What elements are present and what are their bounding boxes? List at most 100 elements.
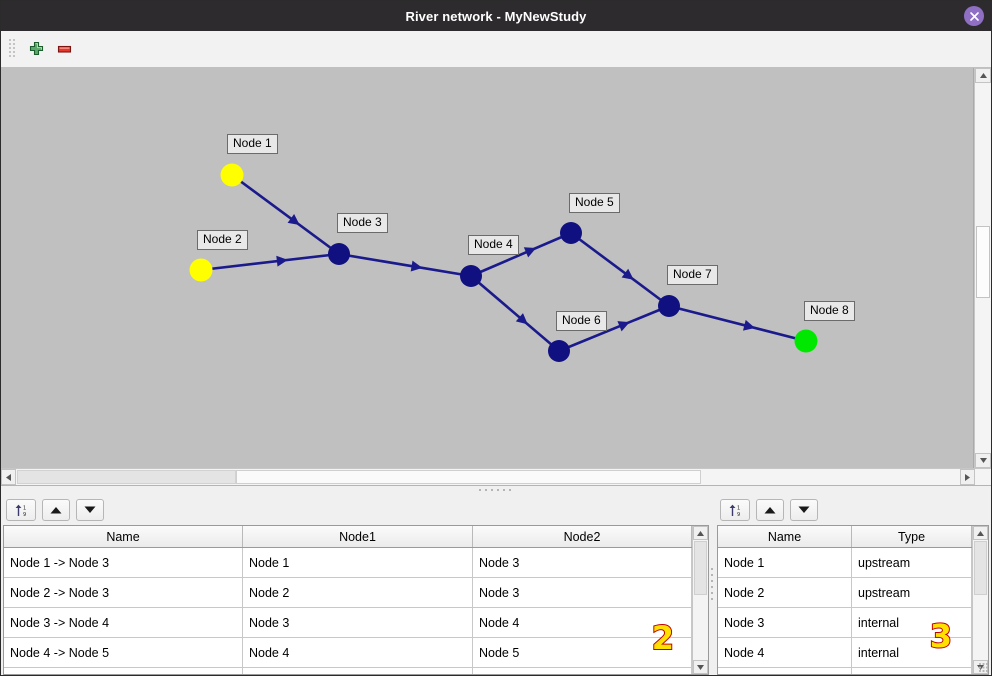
scroll-left-arrow-icon[interactable] bbox=[1, 469, 16, 485]
column-header[interactable]: Node1 bbox=[242, 526, 473, 548]
scroll-up-arrow-icon[interactable] bbox=[975, 68, 991, 83]
graph-edge[interactable] bbox=[470, 231, 572, 278]
canvas-horizontal-scrollbar[interactable] bbox=[1, 469, 991, 485]
move-down-icon[interactable] bbox=[790, 499, 818, 521]
svg-text:9: 9 bbox=[737, 512, 740, 518]
links-scroll-down-arrow-icon[interactable] bbox=[693, 660, 708, 674]
table-cell[interactable]: Node 1 bbox=[242, 547, 473, 578]
column-header[interactable]: Name bbox=[718, 526, 852, 548]
table-cell[interactable]: Node 3 bbox=[718, 607, 852, 638]
graph-node-label[interactable]: Node 1 bbox=[227, 134, 278, 154]
graph-node[interactable] bbox=[794, 329, 818, 353]
table-cell[interactable]: Node 3 -> Node 4 bbox=[4, 607, 243, 638]
table-cell[interactable]: upstream bbox=[851, 547, 972, 578]
graph-node-label[interactable]: Node 2 bbox=[197, 230, 248, 250]
graph-node-label[interactable]: Node 3 bbox=[337, 213, 388, 233]
table-cell[interactable]: Node 3 bbox=[472, 547, 692, 578]
graph-node[interactable] bbox=[189, 258, 213, 282]
graph-edge-arrow-icon bbox=[523, 247, 537, 258]
graph-canvas-area: Node 1 Node 2 Node 3 Node 4 Node 5 Node 6 Node… bbox=[1, 68, 991, 468]
table-cell[interactable]: Node 1 bbox=[718, 547, 852, 578]
panes-vertical-divider[interactable] bbox=[711, 495, 715, 675]
links-table-vertical-scrollbar[interactable] bbox=[692, 526, 708, 674]
canvas-hscroll-track[interactable] bbox=[17, 470, 236, 484]
remove-node-icon[interactable] bbox=[50, 36, 78, 62]
links-scroll-up-arrow-icon[interactable] bbox=[693, 526, 708, 540]
graph-node[interactable] bbox=[560, 222, 582, 244]
graph-node[interactable] bbox=[658, 295, 680, 317]
sort-ascending-icon[interactable]: 1 9 bbox=[6, 499, 36, 521]
table-cell[interactable]: upstream bbox=[851, 577, 972, 608]
table-cell[interactable]: internal bbox=[851, 607, 972, 638]
move-up-icon[interactable] bbox=[756, 499, 784, 521]
table-cell[interactable]: Node 4 -> Node 5 bbox=[4, 637, 243, 668]
move-up-icon[interactable] bbox=[42, 499, 70, 521]
graph-node-label[interactable]: Node 5 bbox=[569, 193, 620, 213]
close-icon[interactable] bbox=[964, 6, 984, 26]
canvas-vertical-scrollbar[interactable] bbox=[974, 68, 991, 468]
graph-node[interactable] bbox=[460, 265, 482, 287]
table-cell[interactable]: Node 2 -> Node 3 bbox=[4, 577, 243, 608]
table-cell[interactable]: Node 4 bbox=[472, 607, 692, 638]
table-row-empty bbox=[4, 667, 692, 674]
graph-edge[interactable] bbox=[200, 252, 340, 272]
table-cell[interactable]: Node 2 bbox=[242, 577, 473, 608]
table-cell[interactable]: Node 3 bbox=[472, 577, 692, 608]
column-header[interactable]: Node2 bbox=[472, 526, 692, 548]
table-cell[interactable]: Node 4 bbox=[718, 637, 852, 668]
sort-ascending-icon[interactable]: 1 9 bbox=[720, 499, 750, 521]
table-cell[interactable]: internal bbox=[851, 637, 972, 668]
table-cell[interactable]: Node 1 -> Node 3 bbox=[4, 547, 243, 578]
links-vscroll-thumb[interactable] bbox=[694, 541, 707, 595]
graph-node[interactable] bbox=[220, 163, 244, 187]
graph-node[interactable] bbox=[328, 243, 350, 265]
graph-node[interactable] bbox=[548, 340, 570, 362]
graph-node-label[interactable]: Node 7 bbox=[667, 265, 718, 285]
canvas-vscroll-thumb[interactable] bbox=[976, 226, 990, 298]
graph-node-label[interactable]: Node 6 bbox=[556, 311, 607, 331]
canvas-hscroll-thumb[interactable] bbox=[236, 470, 701, 484]
graph-edge[interactable] bbox=[558, 304, 670, 353]
horizontal-splitter[interactable] bbox=[1, 485, 991, 495]
nodes-vscroll-thumb[interactable] bbox=[974, 541, 987, 595]
table-cell[interactable]: Node 4 bbox=[242, 637, 473, 668]
main-toolbar bbox=[1, 31, 991, 68]
table-cell-empty bbox=[718, 667, 852, 674]
toolbar-grip[interactable] bbox=[9, 39, 16, 59]
window-resize-grip[interactable] bbox=[979, 663, 989, 673]
graph-edge-arrow-icon bbox=[287, 214, 300, 225]
graph-edge[interactable] bbox=[668, 304, 807, 343]
river-network-canvas[interactable]: Node 1 Node 2 Node 3 Node 4 Node 5 Node 6 Node… bbox=[1, 68, 974, 468]
graph-node-label[interactable]: Node 8 bbox=[804, 301, 855, 321]
graph-node-label[interactable]: Node 4 bbox=[468, 235, 519, 255]
graph-edge[interactable] bbox=[338, 252, 472, 278]
graph-edge[interactable] bbox=[570, 231, 670, 308]
nodes-scroll-up-arrow-icon[interactable] bbox=[973, 526, 988, 540]
graph-edge[interactable] bbox=[470, 275, 560, 352]
graph-edge-arrow-icon bbox=[621, 268, 634, 280]
move-down-icon[interactable] bbox=[76, 499, 104, 521]
table-cell[interactable]: Node 5 bbox=[472, 637, 692, 668]
nodes-table-vertical-scrollbar[interactable] bbox=[972, 526, 988, 674]
column-header[interactable]: Type bbox=[851, 526, 972, 548]
scroll-down-arrow-icon[interactable] bbox=[975, 453, 991, 468]
graph-edge[interactable] bbox=[231, 173, 340, 256]
column-header[interactable]: Name bbox=[4, 526, 243, 548]
table-cell[interactable]: Node 2 bbox=[718, 577, 852, 608]
add-node-icon[interactable] bbox=[22, 36, 50, 62]
table-cell[interactable]: Node 3 bbox=[242, 607, 473, 638]
scroll-right-arrow-icon[interactable] bbox=[960, 469, 975, 485]
